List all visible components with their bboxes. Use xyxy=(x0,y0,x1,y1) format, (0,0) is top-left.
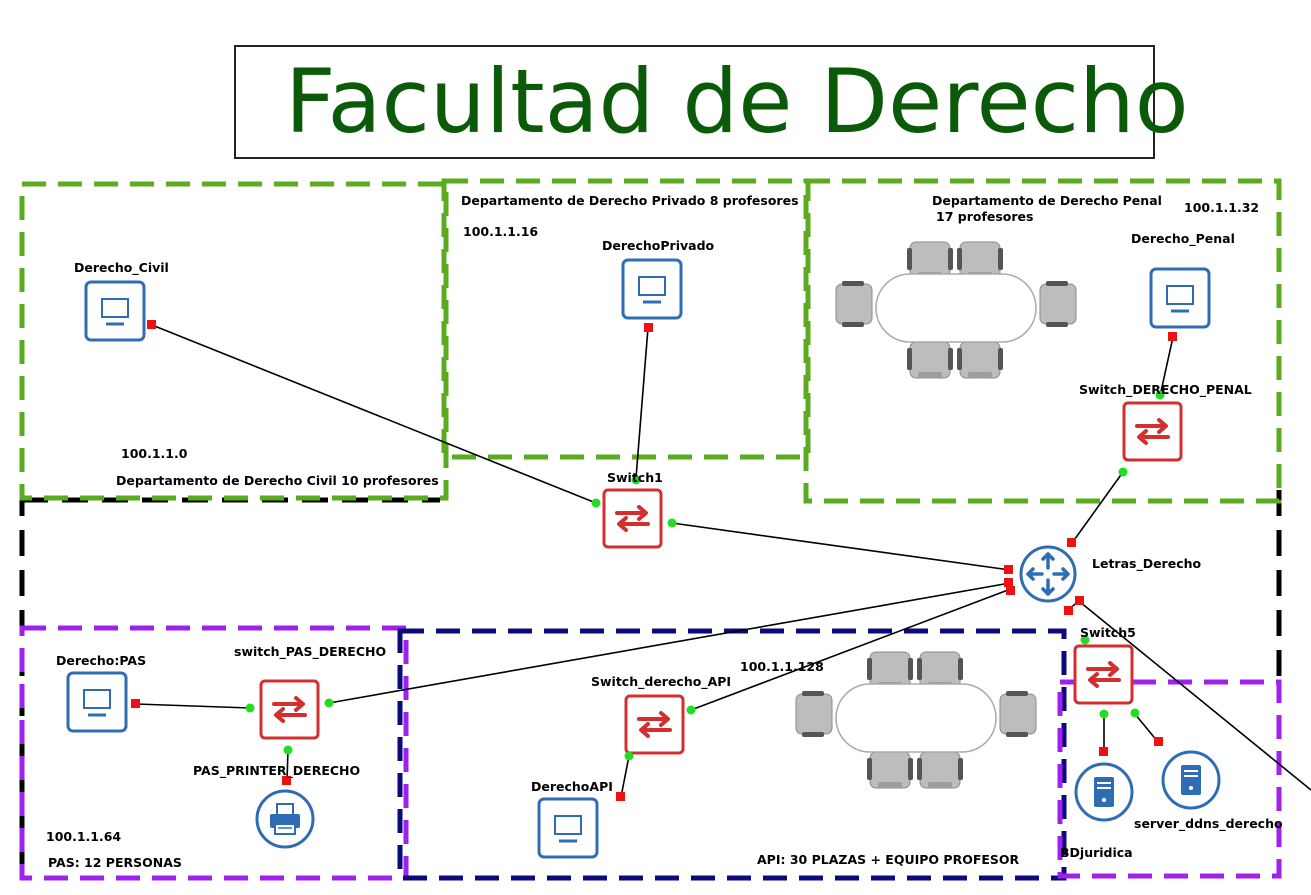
label-civil-name: Departamento de Derecho Civil 10 profeso… xyxy=(116,473,439,488)
port-down-icon xyxy=(1067,538,1076,547)
port-down-icon xyxy=(1154,737,1163,746)
zone-pas xyxy=(19,625,409,881)
pc-derecho-privado[interactable] xyxy=(621,258,683,320)
link-printer-switchpas xyxy=(286,749,289,782)
label-civil-net: 100.1.1.0 xyxy=(121,446,188,461)
printer-pas[interactable] xyxy=(255,789,315,849)
title-box: Facultad de Derecho xyxy=(234,45,1189,159)
port-up-icon xyxy=(1118,467,1128,477)
label-penal-name-1: Departamento de Derecho Penal xyxy=(932,193,1162,208)
port-down-icon xyxy=(644,323,653,332)
label-server-ddns: server_ddns_derecho xyxy=(1134,816,1283,832)
pc-derecho-api[interactable] xyxy=(537,797,599,859)
port-up-icon xyxy=(624,751,634,761)
port-up-icon xyxy=(1155,390,1165,400)
link-router-offpage xyxy=(1079,601,1311,791)
port-up-icon xyxy=(591,498,601,508)
port-up-icon xyxy=(324,698,334,708)
zone-api xyxy=(397,628,1067,881)
server-ddns-derecho[interactable] xyxy=(1161,750,1221,810)
label-switch-pas: switch_PAS_DERECHO xyxy=(234,644,386,660)
links xyxy=(135,324,1311,798)
zone-civil xyxy=(19,181,449,501)
label-switch-api: Switch_derecho_API xyxy=(591,674,731,690)
label-pas-printer: PAS_PRINTER_DERECHO xyxy=(193,763,360,779)
label-bdjuridica: BDjuridica xyxy=(1060,845,1133,860)
label-derecho-api: DerechoAPI xyxy=(531,779,613,794)
port-down-icon xyxy=(131,699,140,708)
port-up-icon xyxy=(1080,635,1090,645)
switch-derecho-penal[interactable] xyxy=(1122,401,1183,462)
label-pas-desc: PAS: 12 PERSONAS xyxy=(48,855,182,870)
server-bdjuridica[interactable] xyxy=(1074,762,1134,822)
switch-derecho-api[interactable] xyxy=(624,694,685,755)
link-switchpenal-router xyxy=(1071,471,1124,544)
switch-pas-derecho[interactable] xyxy=(259,679,320,740)
port-down-icon xyxy=(147,320,156,329)
labels: Derecho_Civil 100.1.1.0 Departamento de … xyxy=(46,193,1283,870)
link-switchpas-router xyxy=(328,582,1011,704)
label-switch5: Switch5 xyxy=(1080,625,1136,640)
label-privado-name: Departamento de Derecho Privado 8 profes… xyxy=(461,193,799,208)
port-down-icon xyxy=(1004,565,1013,574)
port-up-icon xyxy=(1099,709,1109,719)
link-privado-switch1 xyxy=(635,327,649,479)
label-router: Letras_Derecho xyxy=(1092,556,1202,572)
link-switch1-router xyxy=(671,522,1011,571)
link-civil-switch1 xyxy=(151,324,597,504)
zone-privado xyxy=(441,178,811,460)
port-down-icon xyxy=(1168,332,1177,341)
port-up-icon xyxy=(631,475,641,485)
link-pas-switchpas xyxy=(135,703,251,709)
zone-servers xyxy=(1057,679,1282,879)
port-down-icon xyxy=(616,792,625,801)
label-pas-net: 100.1.1.64 xyxy=(46,829,121,844)
link-api-switchapi xyxy=(620,755,630,798)
label-derecho-privado: DerechoPrivado xyxy=(602,238,715,253)
zone-penal xyxy=(803,178,1282,504)
port-down-icon xyxy=(1099,747,1108,756)
pc-derecho-penal[interactable] xyxy=(1149,267,1211,329)
port-down-icon xyxy=(1064,606,1073,615)
pc-derecho-civil[interactable] xyxy=(84,280,146,342)
switch5[interactable] xyxy=(1073,644,1134,705)
label-penal-net: 100.1.1.32 xyxy=(1184,200,1259,215)
label-switch-penal: Switch_DERECHO_PENAL xyxy=(1079,382,1252,398)
label-api-desc: API: 30 PLAZAS + EQUIPO PROFESOR xyxy=(757,852,1020,867)
switch1[interactable] xyxy=(602,488,663,549)
port-down-icon xyxy=(1004,578,1013,587)
port-up-icon xyxy=(667,518,677,528)
port-up-icon xyxy=(245,703,255,713)
ports xyxy=(131,320,1177,801)
router-letras-derecho[interactable] xyxy=(1019,545,1077,603)
label-penal-name-2: 17 profesores xyxy=(936,209,1033,224)
link-penal-switchpenal xyxy=(1159,336,1174,397)
link-switchapi-router xyxy=(690,589,1009,711)
label-derecho-civil: Derecho_Civil xyxy=(74,260,169,276)
label-derecho-pas: Derecho:PAS xyxy=(56,653,146,668)
label-privado-net: 100.1.1.16 xyxy=(463,224,538,239)
port-up-icon xyxy=(686,705,696,715)
label-api-net: 100.1.1.128 xyxy=(740,659,824,674)
port-down-icon xyxy=(282,776,291,785)
page-title: Facultad de Derecho xyxy=(285,50,1189,153)
label-derecho-penal: Derecho_Penal xyxy=(1131,231,1235,247)
pc-derecho-pas[interactable] xyxy=(66,671,128,733)
port-down-icon xyxy=(1006,586,1015,595)
port-up-icon xyxy=(283,745,293,755)
port-down-icon xyxy=(1075,596,1084,605)
label-switch1: Switch1 xyxy=(607,470,663,485)
port-up-icon xyxy=(1130,708,1140,718)
